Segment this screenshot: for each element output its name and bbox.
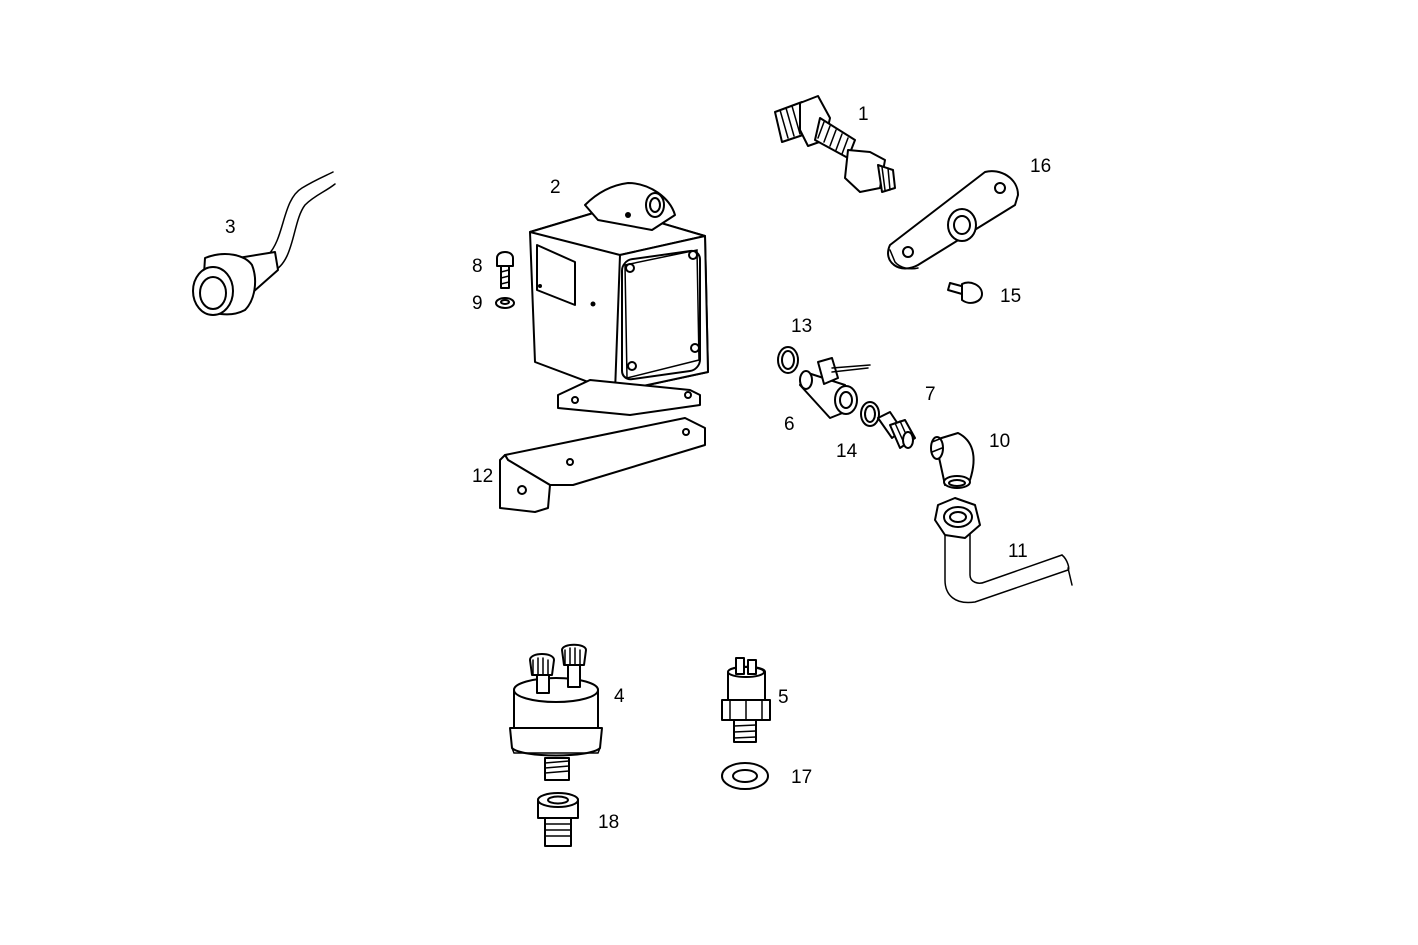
part-9-washer xyxy=(495,297,515,309)
callout-1: 1 xyxy=(858,104,869,125)
callout-5: 5 xyxy=(778,687,789,708)
callout-16: 16 xyxy=(1030,156,1051,177)
part-11-pipe xyxy=(934,497,1073,604)
part-1-threaded-fitting xyxy=(774,95,896,193)
part-10-elbow-fitting xyxy=(930,432,975,489)
callout-6: 6 xyxy=(784,414,795,435)
part-5-pressure-switch xyxy=(721,657,771,743)
part-13-sealing-ring xyxy=(777,346,799,374)
part-17-washer xyxy=(721,762,769,790)
part-18-adapter xyxy=(537,792,579,847)
callout-4: 4 xyxy=(614,686,625,707)
part-16-flange-plate xyxy=(887,170,1019,270)
part-4-pressure-sender xyxy=(509,643,603,781)
callout-3: 3 xyxy=(225,217,236,238)
part-3-cable-grommet xyxy=(192,171,336,316)
callout-15: 15 xyxy=(1000,286,1021,307)
callout-9: 9 xyxy=(472,293,483,314)
part-15-bolt xyxy=(947,281,983,304)
part-7-adapter-nipple xyxy=(877,411,916,449)
callout-18: 18 xyxy=(598,812,619,833)
part-2-housing xyxy=(529,182,709,416)
part-12-bracket xyxy=(499,417,706,513)
callout-13: 13 xyxy=(791,316,812,337)
part-6-tee-fitting xyxy=(799,357,871,419)
part-14-ring xyxy=(860,401,880,427)
callout-8: 8 xyxy=(472,256,483,277)
callout-14: 14 xyxy=(836,441,858,462)
callout-11: 11 xyxy=(1008,541,1028,562)
callout-2: 2 xyxy=(550,177,561,198)
callout-17: 17 xyxy=(791,767,812,788)
part-8-screw xyxy=(496,251,514,289)
callout-12: 12 xyxy=(472,466,493,487)
callout-7: 7 xyxy=(925,384,936,405)
callout-10: 10 xyxy=(989,431,1010,452)
